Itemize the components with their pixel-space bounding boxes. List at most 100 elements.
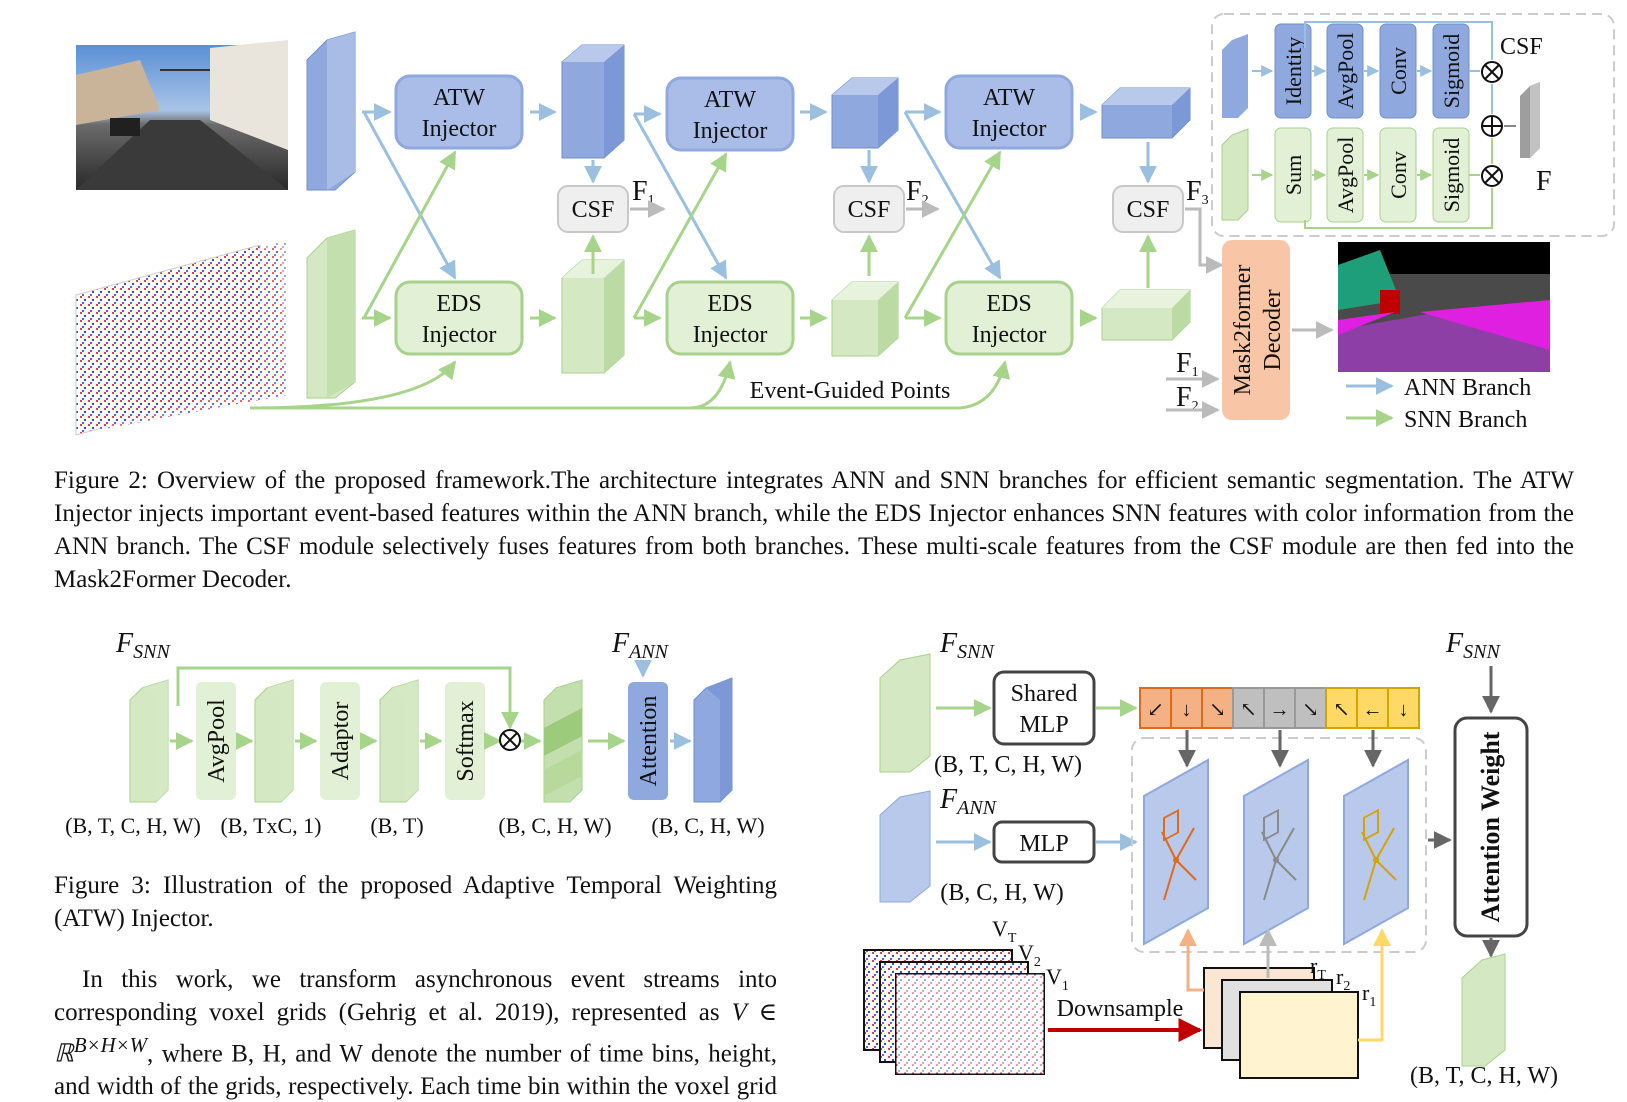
svg-text:↖: ↖ (1333, 699, 1350, 721)
ann-arrows (362, 103, 1157, 280)
fig3-stacked-slab (543, 679, 583, 803)
fig3-dim-0: (B, T, C, H, W) (65, 813, 201, 838)
svg-text:AvgPool: AvgPool (1333, 137, 1358, 214)
svg-text:CSF: CSF (1500, 34, 1543, 60)
svg-text:CSF: CSF (848, 197, 891, 223)
offset-cell-8: ↓ (1387, 687, 1420, 729)
eds-injector-1: EDS Injector (394, 280, 524, 356)
f3-label: F3 (1186, 176, 1209, 208)
svg-text:Sum: Sum (1281, 155, 1306, 195)
svg-text:Conv: Conv (1386, 47, 1411, 95)
shared-mlp-block: Shared MLP (992, 670, 1096, 746)
inset-top-avgpool: AvgPool (1326, 23, 1380, 119)
svg-text:Injector: Injector (972, 322, 1047, 348)
snn-feature-4 (1101, 289, 1191, 341)
fig3-block-avgpool: AvgPool (196, 682, 236, 800)
fig3-block-softmax: Softmax (445, 682, 485, 800)
offset-strip: ↙↓↘↖→↘↖←↓ (1139, 687, 1420, 729)
atw-injector-2: ATW Injector (665, 76, 795, 152)
mask2former-decoder: Mask2former Decoder (1222, 240, 1290, 420)
downsample-label: Downsample (1057, 996, 1184, 1022)
inset-bottom-avgpool: AvgPool (1326, 127, 1380, 223)
svg-text:↖: ↖ (1240, 699, 1257, 721)
ann-feature-3 (831, 77, 899, 149)
decoder-f1-label: F1 (1176, 348, 1199, 380)
segmentation-output (1338, 242, 1550, 372)
svg-text:↓: ↓ (1399, 699, 1409, 721)
offset-cell-1: ↓ (1170, 687, 1203, 729)
inset-bottom-sum: Sum (1274, 127, 1327, 223)
sampling-panel-orange (1143, 758, 1209, 946)
svg-text:Conv: Conv (1386, 151, 1411, 199)
svg-text:MLP: MLP (1019, 712, 1068, 738)
body-math-sup: B×H×W (73, 1033, 148, 1057)
eds-injector-3: EDS Injector (944, 280, 1074, 356)
svg-text:F: F (1536, 166, 1552, 197)
svg-text:EDS: EDS (436, 291, 481, 317)
event-guided-points-label: Event-Guided Points (750, 378, 951, 404)
body-paragraph: In this work, we transform asynchronous … (54, 963, 777, 1102)
mlp-block: MLP (992, 820, 1096, 864)
fig4-fsnn-right-label: FSNN (1445, 628, 1501, 663)
sampling-panel-yellow (1343, 758, 1409, 946)
offset-cell-6: ↖ (1325, 687, 1358, 729)
fig3-dim-1: (B, TxC, 1) (220, 813, 321, 838)
ann-feature-1 (306, 31, 356, 191)
fig3-dim-3: (B, C, H, W) (498, 813, 611, 838)
svg-text:↘: ↘ (1209, 699, 1226, 721)
csf-inset: CSF F (1211, 13, 1615, 237)
figure-2-caption: Figure 2: Overview of the proposed frame… (54, 467, 1574, 593)
atw-injector-3: ATW Injector (944, 74, 1074, 150)
fig4-dim-ann: (B, C, H, W) (940, 880, 1064, 906)
legend: ANN Branch SNN Branch (1346, 375, 1531, 433)
ann-feature-2 (561, 44, 625, 159)
svg-text:←: ← (1363, 699, 1383, 721)
svg-text:Decoder: Decoder (1260, 289, 1286, 370)
decoder-f2-label: F2 (1176, 382, 1199, 414)
svg-text:↘: ↘ (1302, 699, 1319, 721)
svg-text:ANN Branch: ANN Branch (1404, 375, 1531, 401)
fig4-fann-label: FANN (939, 784, 998, 819)
r-2-label: r2 (1336, 964, 1350, 994)
svg-text:Injector: Injector (693, 322, 768, 348)
r-1-label: r1 (1362, 980, 1376, 1010)
inset-top-sigmoid: Sigmoid (1432, 23, 1470, 119)
fig3-dim-4: (B, C, H, W) (651, 813, 764, 838)
eds-injector-2: EDS Injector (665, 280, 795, 356)
snn-feature-1 (306, 229, 356, 399)
svg-text:AvgPool: AvgPool (1333, 33, 1358, 110)
fig3-dim-2: (B, T) (370, 813, 423, 838)
svg-text:MLP: MLP (1019, 831, 1068, 857)
svg-text:Injector: Injector (972, 116, 1047, 142)
svg-text:Attention Weight: Attention Weight (1476, 731, 1505, 922)
fig4-dim-out: (B, T, C, H, W) (1410, 1063, 1558, 1089)
csf-inset-operators (1304, 21, 1516, 229)
offset-cell-4: → (1263, 687, 1296, 729)
svg-text:ATW: ATW (983, 85, 1035, 111)
fig3-fann-label: FANN (611, 628, 670, 663)
v-1-label: V1 (1046, 964, 1069, 994)
svg-text:SNN Branch: SNN Branch (1404, 407, 1527, 433)
inset-bottom-conv: Conv (1379, 127, 1433, 223)
v-t-label: VT (992, 916, 1017, 946)
downsampled-stack (1203, 967, 1359, 1079)
fig3-block-adaptor: Adaptor (320, 682, 360, 800)
fig4-fsnn-label: FSNN (939, 628, 995, 663)
snn-feature-3 (831, 281, 899, 357)
atw-injector-1: ATW Injector (394, 74, 524, 150)
svg-text:ATW: ATW (433, 85, 485, 111)
fig3-block-attention: Attention (628, 682, 668, 800)
svg-text:↓: ↓ (1182, 699, 1192, 721)
svg-text:Injector: Injector (422, 116, 497, 142)
f1-label: F1 (632, 176, 655, 208)
fig3-output-slab (693, 677, 733, 803)
figure-4: FSNN FANN FSNN (B, T, C, H, W) (B, C, H,… (863, 628, 1558, 1089)
fig3-slab-3 (379, 679, 419, 803)
csf-block-2: CSF (833, 185, 905, 233)
offset-cell-2: ↘ (1201, 687, 1234, 729)
r-t-label: rT (1310, 953, 1326, 983)
svg-text:Shared: Shared (1011, 681, 1078, 707)
svg-text:Sigmoid: Sigmoid (1439, 34, 1464, 109)
